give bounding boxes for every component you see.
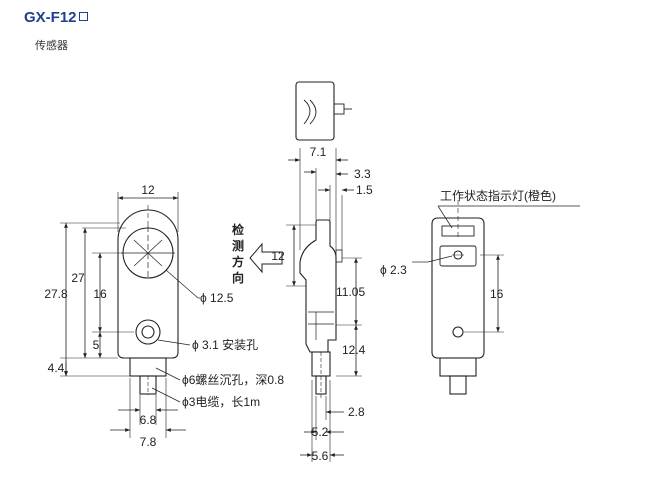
front-mounting-hole-inner <box>141 325 155 339</box>
front-note-hole: ϕ 3.1 安装孔 <box>192 337 258 352</box>
front-view-labels: 12 27 27.8 16 5 4.4 6.8 7.8 ϕ 12.5 ϕ 3.1… <box>44 183 284 449</box>
side-dim-5-6: 5.6 <box>312 449 329 463</box>
side-dim-11-05: 11.05 <box>336 285 365 299</box>
back-view <box>412 200 580 395</box>
front-dim-width: 12 <box>141 183 155 197</box>
front-mounting-hole-outer <box>135 319 161 345</box>
front-dim-7-8: 7.8 <box>140 435 157 449</box>
front-body-outline <box>117 209 179 359</box>
page-title: GX-F12 <box>24 9 88 26</box>
page-subtitle: 传感器 <box>35 40 68 52</box>
front-cable-boot <box>129 357 167 377</box>
front-view <box>60 192 200 438</box>
detection-direction-arrow <box>249 242 283 274</box>
front-note-cable: ϕ3电缆，长1m <box>182 395 260 409</box>
side-dim-3-3: 3.3 <box>354 167 371 181</box>
front-dim-6-8: 6.8 <box>140 413 157 427</box>
front-dim-4-4: 4.4 <box>48 361 65 375</box>
back-cable-boot <box>439 357 477 377</box>
back-dim-16: 16 <box>490 287 504 301</box>
back-cable <box>449 375 467 395</box>
back-body-outline <box>431 217 485 359</box>
back-dim-2-3: ϕ 2.3 <box>380 263 407 277</box>
front-dim-27-8: 27.8 <box>44 287 68 301</box>
side-view <box>249 81 362 462</box>
side-dim-5-2: 5.2 <box>312 425 329 439</box>
direction-char-4: 向 <box>232 270 244 285</box>
direction-char-2: 测 <box>232 238 244 253</box>
back-indicator-label: 工作状态指示灯(橙色) <box>440 188 556 203</box>
direction-char-1: 检 <box>232 222 244 237</box>
front-note-face: ϕ 12.5 <box>200 291 234 305</box>
direction-char-3: 方 <box>232 254 244 269</box>
side-body-outline <box>299 219 337 353</box>
side-top-view-lens <box>303 99 317 125</box>
back-mounting-hole <box>452 326 464 338</box>
side-dim-7-1: 7.1 <box>310 145 327 159</box>
title-text: GX-F12 <box>24 9 77 26</box>
side-top-view-body <box>295 81 335 141</box>
side-dim-1-5: 1.5 <box>356 183 373 197</box>
side-dim-12: 12 <box>271 249 285 263</box>
back-view-labels: 工作状态指示灯(橙色) ϕ 2.3 16 <box>380 188 556 301</box>
front-dim-27: 27 <box>71 271 85 285</box>
model-suffix-box <box>78 12 88 21</box>
side-view-labels: 7.1 3.3 1.5 12 11.05 12.4 2.8 5.2 5.6 检 … <box>232 145 373 463</box>
front-dim-16: 16 <box>93 287 107 301</box>
front-note-screw: ϕ6螺丝沉孔，深0.8 <box>182 373 284 387</box>
side-dim-12-4: 12.4 <box>342 343 366 357</box>
side-dim-2-8: 2.8 <box>348 405 365 419</box>
front-dim-5: 5 <box>93 338 100 352</box>
